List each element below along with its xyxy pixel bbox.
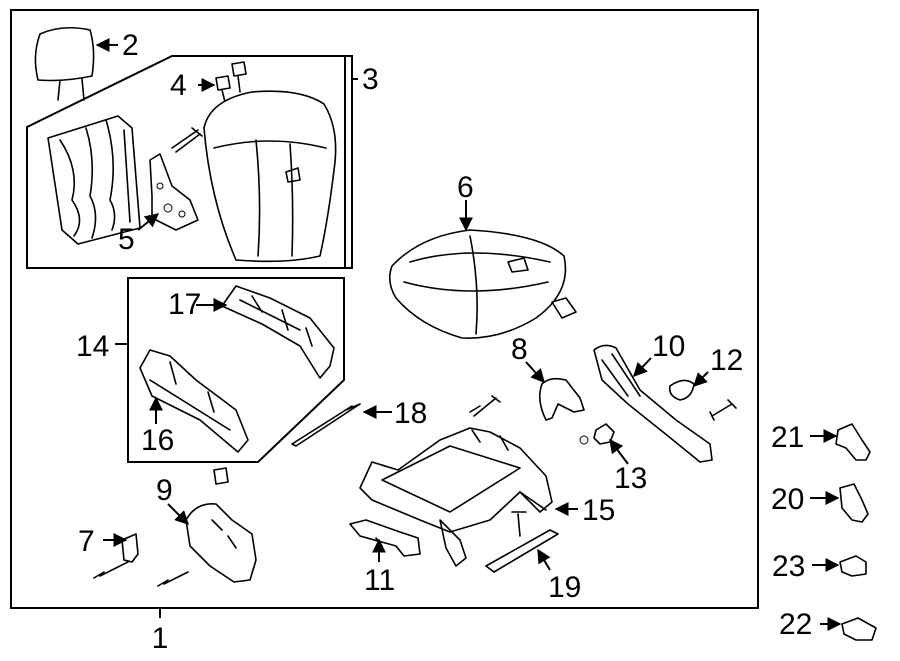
callout-20: 20: [771, 483, 804, 516]
callout-23: 23: [772, 550, 805, 583]
callout-5: 5: [118, 223, 135, 256]
callout-8: 8: [511, 333, 528, 366]
callout-19: 19: [548, 571, 581, 604]
callout-6: 6: [457, 171, 474, 204]
adjuster-frame-part: [359, 427, 553, 567]
clip-part-22: [841, 617, 877, 641]
callout-14: 14: [76, 330, 109, 363]
callout-13: 13: [614, 462, 647, 495]
callout-4: 4: [170, 69, 187, 102]
seat-back-subbox: [26, 55, 346, 269]
seat-cushion-part: [388, 229, 577, 339]
lever-part: [349, 519, 421, 557]
clip-part-misc: [213, 467, 229, 485]
clip-part-12: [668, 379, 737, 421]
callout-10: 10: [652, 330, 685, 363]
assembly-frame: [10, 9, 759, 609]
side-cover-part: [538, 377, 585, 421]
callout-9: 9: [156, 474, 173, 507]
seat-back-bracket: [345, 55, 358, 269]
callout-12: 12: [710, 344, 743, 377]
callout-22: 22: [779, 608, 812, 641]
callout-16: 16: [141, 424, 174, 457]
bolt-part-8: [469, 395, 501, 417]
nut-part-13: [579, 423, 615, 445]
track-subbox: [127, 277, 345, 463]
callout-1: 1: [152, 622, 169, 655]
side-trim-part: [593, 344, 713, 463]
upper-rail-part: [221, 285, 335, 379]
callout-11: 11: [364, 564, 395, 597]
bolt-part-9: [157, 571, 189, 587]
wire-spring-part-18: [291, 403, 361, 447]
callout-15: 15: [582, 494, 615, 527]
clip-part-20: [839, 483, 869, 523]
leader-lines: [95, 38, 842, 631]
callout-7: 7: [78, 525, 95, 558]
clip-part-21: [835, 423, 871, 461]
side-shield-part: [185, 503, 257, 583]
callout-21: 21: [771, 421, 804, 454]
callout-18: 18: [394, 397, 427, 430]
clip-part-23: [839, 555, 867, 577]
seat-back-cushion-part: [203, 90, 337, 263]
callout-3: 3: [362, 63, 379, 96]
headrest-part: [34, 26, 95, 101]
lower-rail-part: [139, 349, 249, 453]
wire-part-19: [485, 529, 559, 573]
callout-17: 17: [168, 288, 201, 321]
callout-2: 2: [122, 29, 139, 62]
bolt-part-15: [511, 511, 527, 537]
recliner-part: [149, 153, 199, 231]
